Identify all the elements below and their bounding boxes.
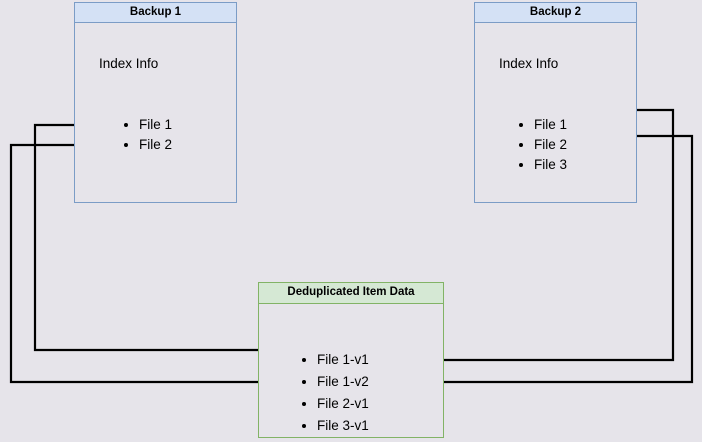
list-item: File 2 [534, 135, 567, 155]
list-item: File 1 [139, 115, 172, 135]
backup-1-file-list: File 1 File 2 [125, 115, 172, 155]
list-item: File 3-v1 [317, 415, 369, 437]
backup-2-heading: Index Info [499, 56, 559, 71]
backup-1-title: Backup 1 [74, 2, 237, 23]
dedup-item-list: File 1-v1 File 1-v2 File 2-v1 File 3-v1 [303, 349, 369, 437]
backup-2-file-list: File 1 File 2 File 3 [520, 115, 567, 175]
list-item: File 3 [534, 155, 567, 175]
list-item: File 2 [139, 135, 172, 155]
dedup-body: File 1-v1 File 1-v2 File 2-v1 File 3-v1 [258, 304, 444, 438]
dedup-title: Deduplicated Item Data [258, 282, 444, 304]
list-item: File 1 [534, 115, 567, 135]
node-backup-1[interactable]: Backup 1 Index Info File 1 File 2 [74, 2, 237, 203]
backup-2-title: Backup 2 [474, 2, 637, 23]
list-item: File 1-v2 [317, 371, 369, 393]
list-item: File 2-v1 [317, 393, 369, 415]
node-backup-2[interactable]: Backup 2 Index Info File 1 File 2 File 3 [474, 2, 637, 203]
list-item: File 1-v1 [317, 349, 369, 371]
backup-1-heading: Index Info [99, 56, 159, 71]
backup-1-body: Index Info File 1 File 2 [74, 23, 237, 203]
node-deduplicated-item-data[interactable]: Deduplicated Item Data File 1-v1 File 1-… [258, 282, 444, 438]
backup-2-body: Index Info File 1 File 2 File 3 [474, 23, 637, 203]
